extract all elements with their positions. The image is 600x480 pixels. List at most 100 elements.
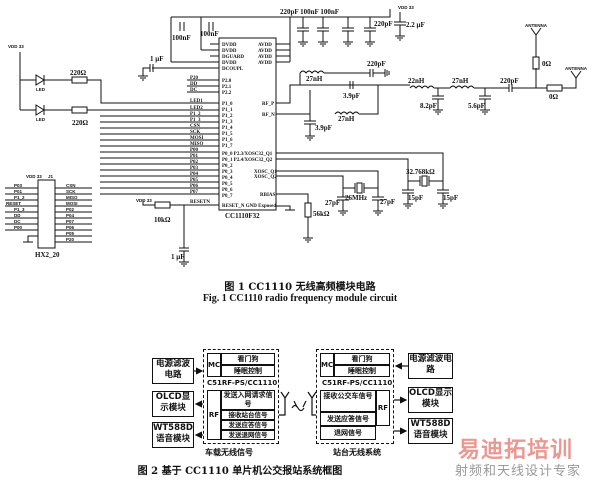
- pin-dvdd: DVDD: [222, 43, 237, 48]
- pin-p0: P0_2: [222, 164, 233, 169]
- y1-value: 26MHz: [345, 194, 367, 202]
- left-system-boundary: [203, 349, 279, 444]
- left-rf-item: 发送退网信号: [221, 430, 275, 440]
- net-label: LED1: [190, 99, 203, 104]
- net-label: P06: [190, 184, 199, 189]
- pin-p1: P1_7: [222, 144, 233, 149]
- right-sleep-control: 睡眠控制: [334, 365, 390, 377]
- right-rf-item: 发送应答信号: [320, 412, 376, 426]
- c19-value: 1 μF: [171, 253, 185, 261]
- left-rf-item: 发送应答信号: [221, 420, 275, 430]
- net-label: LED2: [190, 106, 203, 111]
- right-antenna-icon: [307, 391, 317, 416]
- c17-value: 15pF: [408, 194, 423, 202]
- jm1-value: 0Ω: [542, 60, 552, 68]
- l1-value: 27nH: [306, 75, 323, 83]
- header-pin: DC: [14, 219, 21, 224]
- pin-xosc-q1: XOSC_Q1: [254, 170, 277, 175]
- l4-value: 27nH: [452, 77, 469, 85]
- pin-avdd: AVDD: [258, 55, 272, 60]
- net-label: P20: [190, 76, 199, 81]
- pin-p1: P1_1: [222, 108, 233, 113]
- l3-value: 22nH: [408, 77, 425, 85]
- right-watchdog: 看门狗: [334, 353, 390, 365]
- left-rf-box: RF: [207, 390, 221, 440]
- net-label: DC: [190, 88, 198, 93]
- header-pin: SCK: [66, 189, 76, 194]
- pin-p0: P0_0 P2.3/XOSC32_Q1: [222, 152, 273, 157]
- header-pin: RESET: [6, 201, 21, 206]
- header-pin: P04: [66, 213, 75, 218]
- header-pin: P1_2: [14, 195, 25, 200]
- left-sleep-control: 睡眠控制: [221, 365, 275, 377]
- c10-value: 8.2pF: [420, 102, 437, 110]
- pin-p0: P0_6: [222, 188, 233, 193]
- header-pin: MOSI: [66, 201, 78, 206]
- pin-rf-n: RF_N: [262, 113, 275, 118]
- vdd-label: VDD 33: [8, 44, 24, 49]
- vdd-label: VDD 33: [398, 5, 414, 10]
- c1-value: 1 μF: [150, 55, 164, 63]
- led-label: LED: [36, 87, 46, 92]
- pin-p1: P1_6: [222, 138, 233, 143]
- header-pin: P02: [66, 207, 75, 212]
- r4-value: 220Ω: [72, 119, 89, 127]
- pin-dvdd: DVDD: [222, 49, 237, 54]
- header-pin: P06: [66, 225, 75, 230]
- chip-name: CC1110F32: [225, 212, 260, 220]
- net-label: P05: [190, 178, 199, 183]
- pin-rbias: RBIAS: [260, 193, 276, 198]
- pin-reset: RESET_N GND Exposed: [222, 204, 276, 209]
- left-chip-label: C51RF-PS/CC1110: [207, 379, 278, 387]
- left-power-filter-module: 电源滤波电路: [152, 358, 194, 384]
- left-mcu-box: MCU: [207, 353, 226, 377]
- net-label: P02: [190, 160, 199, 165]
- net-label: SCK: [190, 130, 200, 135]
- wireless-wave-icon: [291, 404, 305, 412]
- pin-rf-p: RF_P: [262, 102, 274, 107]
- r3-value: 220Ω: [70, 69, 87, 77]
- pin-xosc-q2: XOSC_Q2: [254, 175, 277, 180]
- pin-p2-0: P2.0: [222, 79, 232, 84]
- right-olcd-module: OLCD显示模块: [408, 387, 453, 413]
- right-system-boundary: [316, 349, 394, 444]
- c12-value: 2.2 μF: [406, 21, 425, 29]
- right-rf-item: 退网信号: [320, 426, 376, 440]
- pin-p0: P0_4: [222, 176, 233, 181]
- pin-avdd: AVDD: [258, 43, 272, 48]
- pin-p0: P0_5: [222, 182, 233, 187]
- pin-p0: P0_3: [222, 170, 233, 175]
- header-pin: CSN: [66, 183, 76, 188]
- header-pin: DD: [14, 213, 21, 218]
- right-mcu-box: MCU: [320, 353, 339, 377]
- net-label: P1_2: [190, 112, 201, 117]
- l2-value: 27nH: [338, 115, 355, 123]
- antenna-e2-label: ANTENNA: [565, 66, 588, 71]
- right-system-title: 站台无线系统: [333, 448, 381, 457]
- c16-value: 27pF: [380, 198, 395, 206]
- right-rf-item: 接收公交车信号: [320, 390, 376, 412]
- header-pin: P1_3: [14, 207, 25, 212]
- header-pin: P01: [14, 189, 23, 194]
- net-label: P00: [190, 148, 199, 153]
- header-pin: P03: [14, 183, 23, 188]
- header-pin: P07: [66, 219, 75, 224]
- left-system-title: 车载无线信号: [205, 448, 253, 457]
- c14-value: 220pF: [500, 77, 519, 85]
- header-pin: P20: [66, 237, 75, 242]
- watermark-slogan: 射频和天线设计专家: [455, 464, 582, 479]
- right-rf-box: RF: [376, 390, 390, 426]
- pin-p2-2: P2.2: [222, 91, 232, 96]
- right-chip-label: C51RF-PS/CC1110: [322, 379, 393, 387]
- left-rf-item: 接收站台信号: [221, 410, 275, 420]
- net-label: P1_3: [190, 118, 201, 123]
- top-cap-values: 220pF 100nF 100nF: [280, 8, 339, 16]
- left-antenna-icon: [279, 391, 290, 416]
- pin-avdd: AVDD: [258, 61, 272, 66]
- c11-value: 5.6pF: [468, 102, 485, 110]
- figure2-caption: 图 2 基于 CC1110 单片机公交报站系统框图: [137, 466, 343, 477]
- net-label: P07: [190, 190, 199, 195]
- pin-p1: P1_2: [222, 114, 233, 119]
- c13-value: 220pF: [367, 60, 386, 68]
- pin-avdd: AVDD: [258, 49, 272, 54]
